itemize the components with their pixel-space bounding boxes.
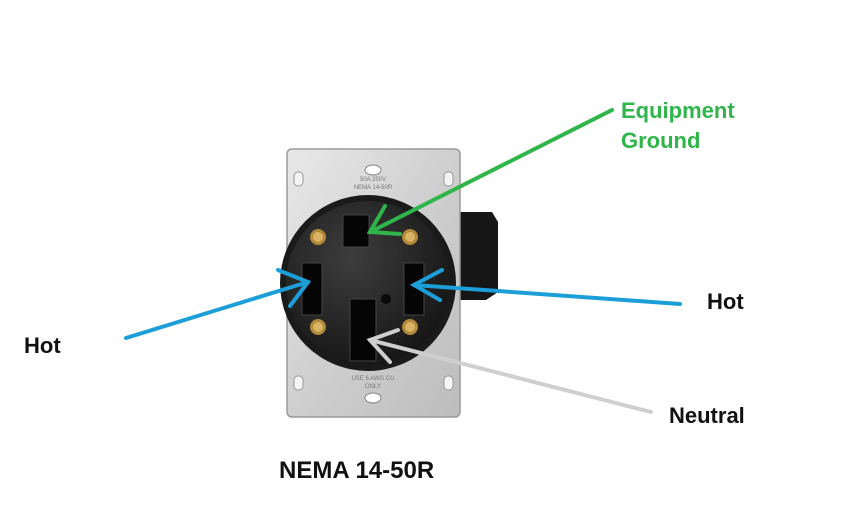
neutral-label: Neutral: [669, 403, 745, 428]
plate-slot-bl: [293, 375, 304, 391]
hot-right-arrow: [409, 268, 682, 306]
neutral-arrow: [366, 328, 653, 414]
equipment-ground-line2: Ground: [621, 128, 701, 153]
equipment-ground-line1: Equipment: [621, 98, 735, 123]
neutral-slot: [349, 298, 377, 362]
plate-hole-top: [364, 164, 382, 176]
outlet-icon: 50A 250V NEMA 14-50R USE 6 AWG CU ONLY: [280, 148, 498, 418]
ground-arrow: [366, 108, 614, 236]
plate-slot-tl: [293, 171, 304, 187]
plate-text-bottom-1: USE 6 AWG CU: [351, 376, 394, 382]
hot-left-label: Hot: [24, 333, 61, 358]
plate-text-top-1: 50A 250V: [360, 177, 386, 183]
plate-text-bottom-2: ONLY: [365, 384, 381, 390]
ground-slot: [342, 214, 370, 248]
equipment-ground-label: Equipment Ground: [621, 96, 735, 156]
diagram-title: NEMA 14-50R: [279, 457, 435, 484]
plate-hole-bottom: [364, 392, 382, 404]
hot-right-label: Hot: [707, 289, 744, 314]
terminal-screws: [310, 229, 418, 335]
hot-left-arrow: [124, 268, 312, 340]
plate-text-top-2: NEMA 14-50R: [354, 185, 393, 191]
plate-slot-tr: [443, 171, 454, 187]
center-rivet: [381, 294, 391, 304]
plate-slot-br: [443, 375, 454, 391]
